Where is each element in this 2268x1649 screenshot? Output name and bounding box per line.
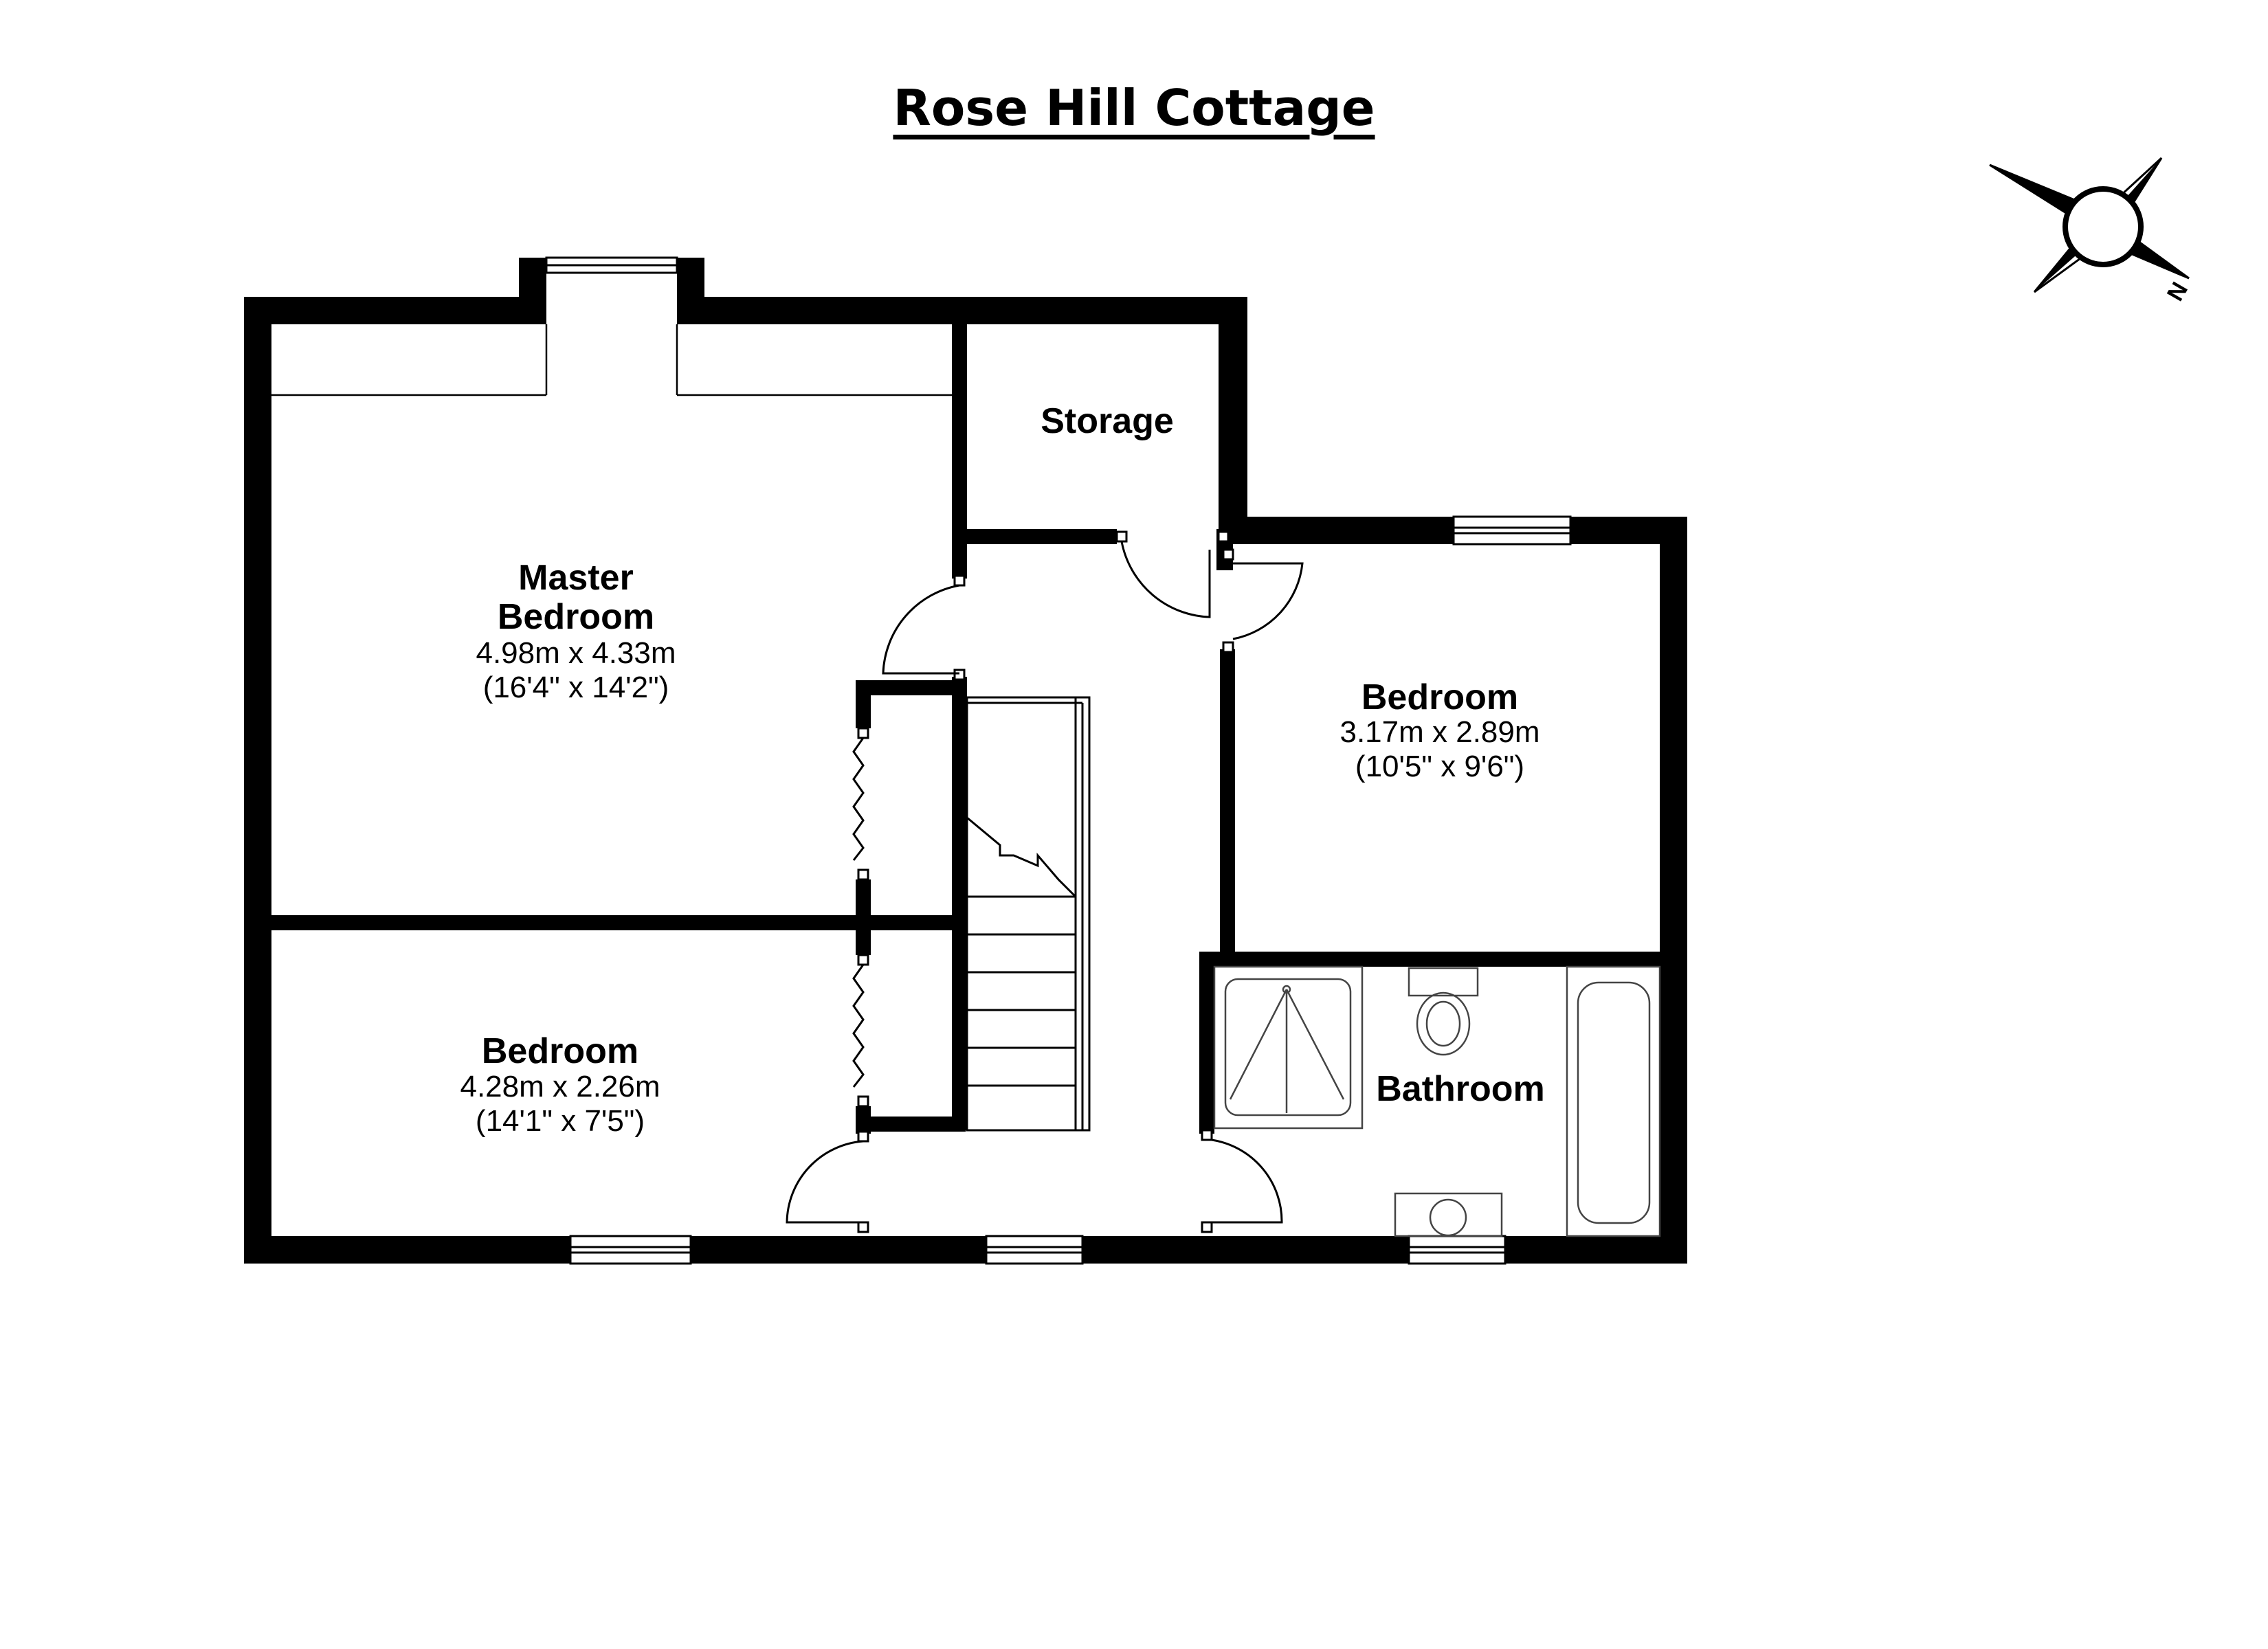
doors [786, 530, 1304, 1233]
bedroom-right-dim-imperial: (10'5" x 9'6") [1355, 750, 1524, 783]
bedroom-lower-name: Bedroom [482, 1031, 638, 1071]
page-title: Rose Hill Cottage [893, 79, 1375, 137]
windows [545, 256, 1572, 1265]
master-bedroom-dim-imperial: (16'4" x 14'2") [483, 671, 669, 704]
toilet [1408, 967, 1479, 997]
compass-north-label: N [2162, 278, 2193, 305]
master-bedroom-name-line1: Master [518, 558, 634, 598]
master-bedroom-name-line2: Bedroom [498, 597, 654, 637]
bedroom-right-name: Bedroom [1361, 677, 1518, 717]
bathtub [1566, 965, 1661, 1237]
room-labels: Master Bedroom 4.98m x 4.33m (16'4" x 14… [460, 401, 1544, 1138]
bathroom-fixtures [1213, 965, 1661, 1237]
staircase [966, 696, 1091, 1132]
bedroom-lower-dim-metric: 4.28m x 2.26m [460, 1070, 660, 1103]
bedroom-lower-dim-imperial: (14'1" x 7'5") [476, 1104, 645, 1138]
bedroom-right-dim-metric: 3.17m x 2.89m [1339, 715, 1539, 749]
storage-name: Storage [1041, 401, 1174, 441]
interior-walls [271, 324, 1674, 1134]
bay-recess [271, 324, 952, 396]
master-bedroom-dim-metric: 4.98m x 4.33m [476, 636, 676, 670]
compass-rose-icon: N [1989, 157, 2193, 306]
shower-tray [1213, 965, 1364, 1130]
bathroom-name: Bathroom [1376, 1069, 1545, 1109]
